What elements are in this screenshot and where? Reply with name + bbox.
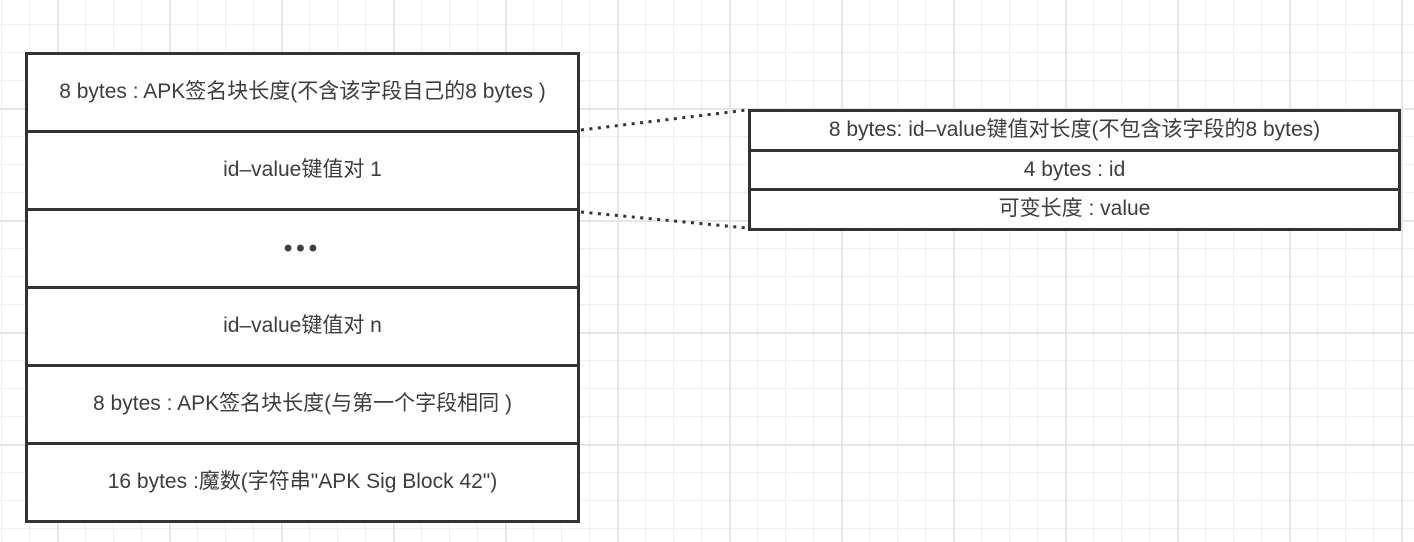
id-value-pair-detail-table: 8 bytes: id–value键值对长度(不包含该字段的8 bytes) 4… — [748, 109, 1401, 231]
row-pair-value: 可变长度 : value — [751, 188, 1398, 228]
row-magic-number: 16 bytes :魔数(字符串"APK Sig Block 42") — [28, 442, 577, 520]
row-ellipsis: ••• — [28, 208, 577, 286]
connector-top-dotted-line — [580, 108, 748, 132]
row-pair-id: 4 bytes : id — [751, 148, 1398, 189]
row-id-value-pair-n: id–value键值对 n — [28, 286, 577, 364]
connector-bottom-dotted-line — [580, 210, 748, 230]
row-pair-length: 8 bytes: id–value键值对长度(不包含该字段的8 bytes) — [828, 117, 1321, 141]
row-sig-block-size-bottom: 8 bytes : APK签名块长度(与第一个字段相同 ) — [28, 364, 577, 442]
row-sig-block-size-top: 8 bytes : APK签名块长度(不含该字段自己的8 bytes ) — [59, 80, 546, 104]
row-id-value-pair-1: id–value键值对 1 — [28, 130, 577, 208]
apk-signature-block-table: 8 bytes : APK签名块长度(不含该字段自己的8 bytes ) id–… — [25, 52, 580, 523]
